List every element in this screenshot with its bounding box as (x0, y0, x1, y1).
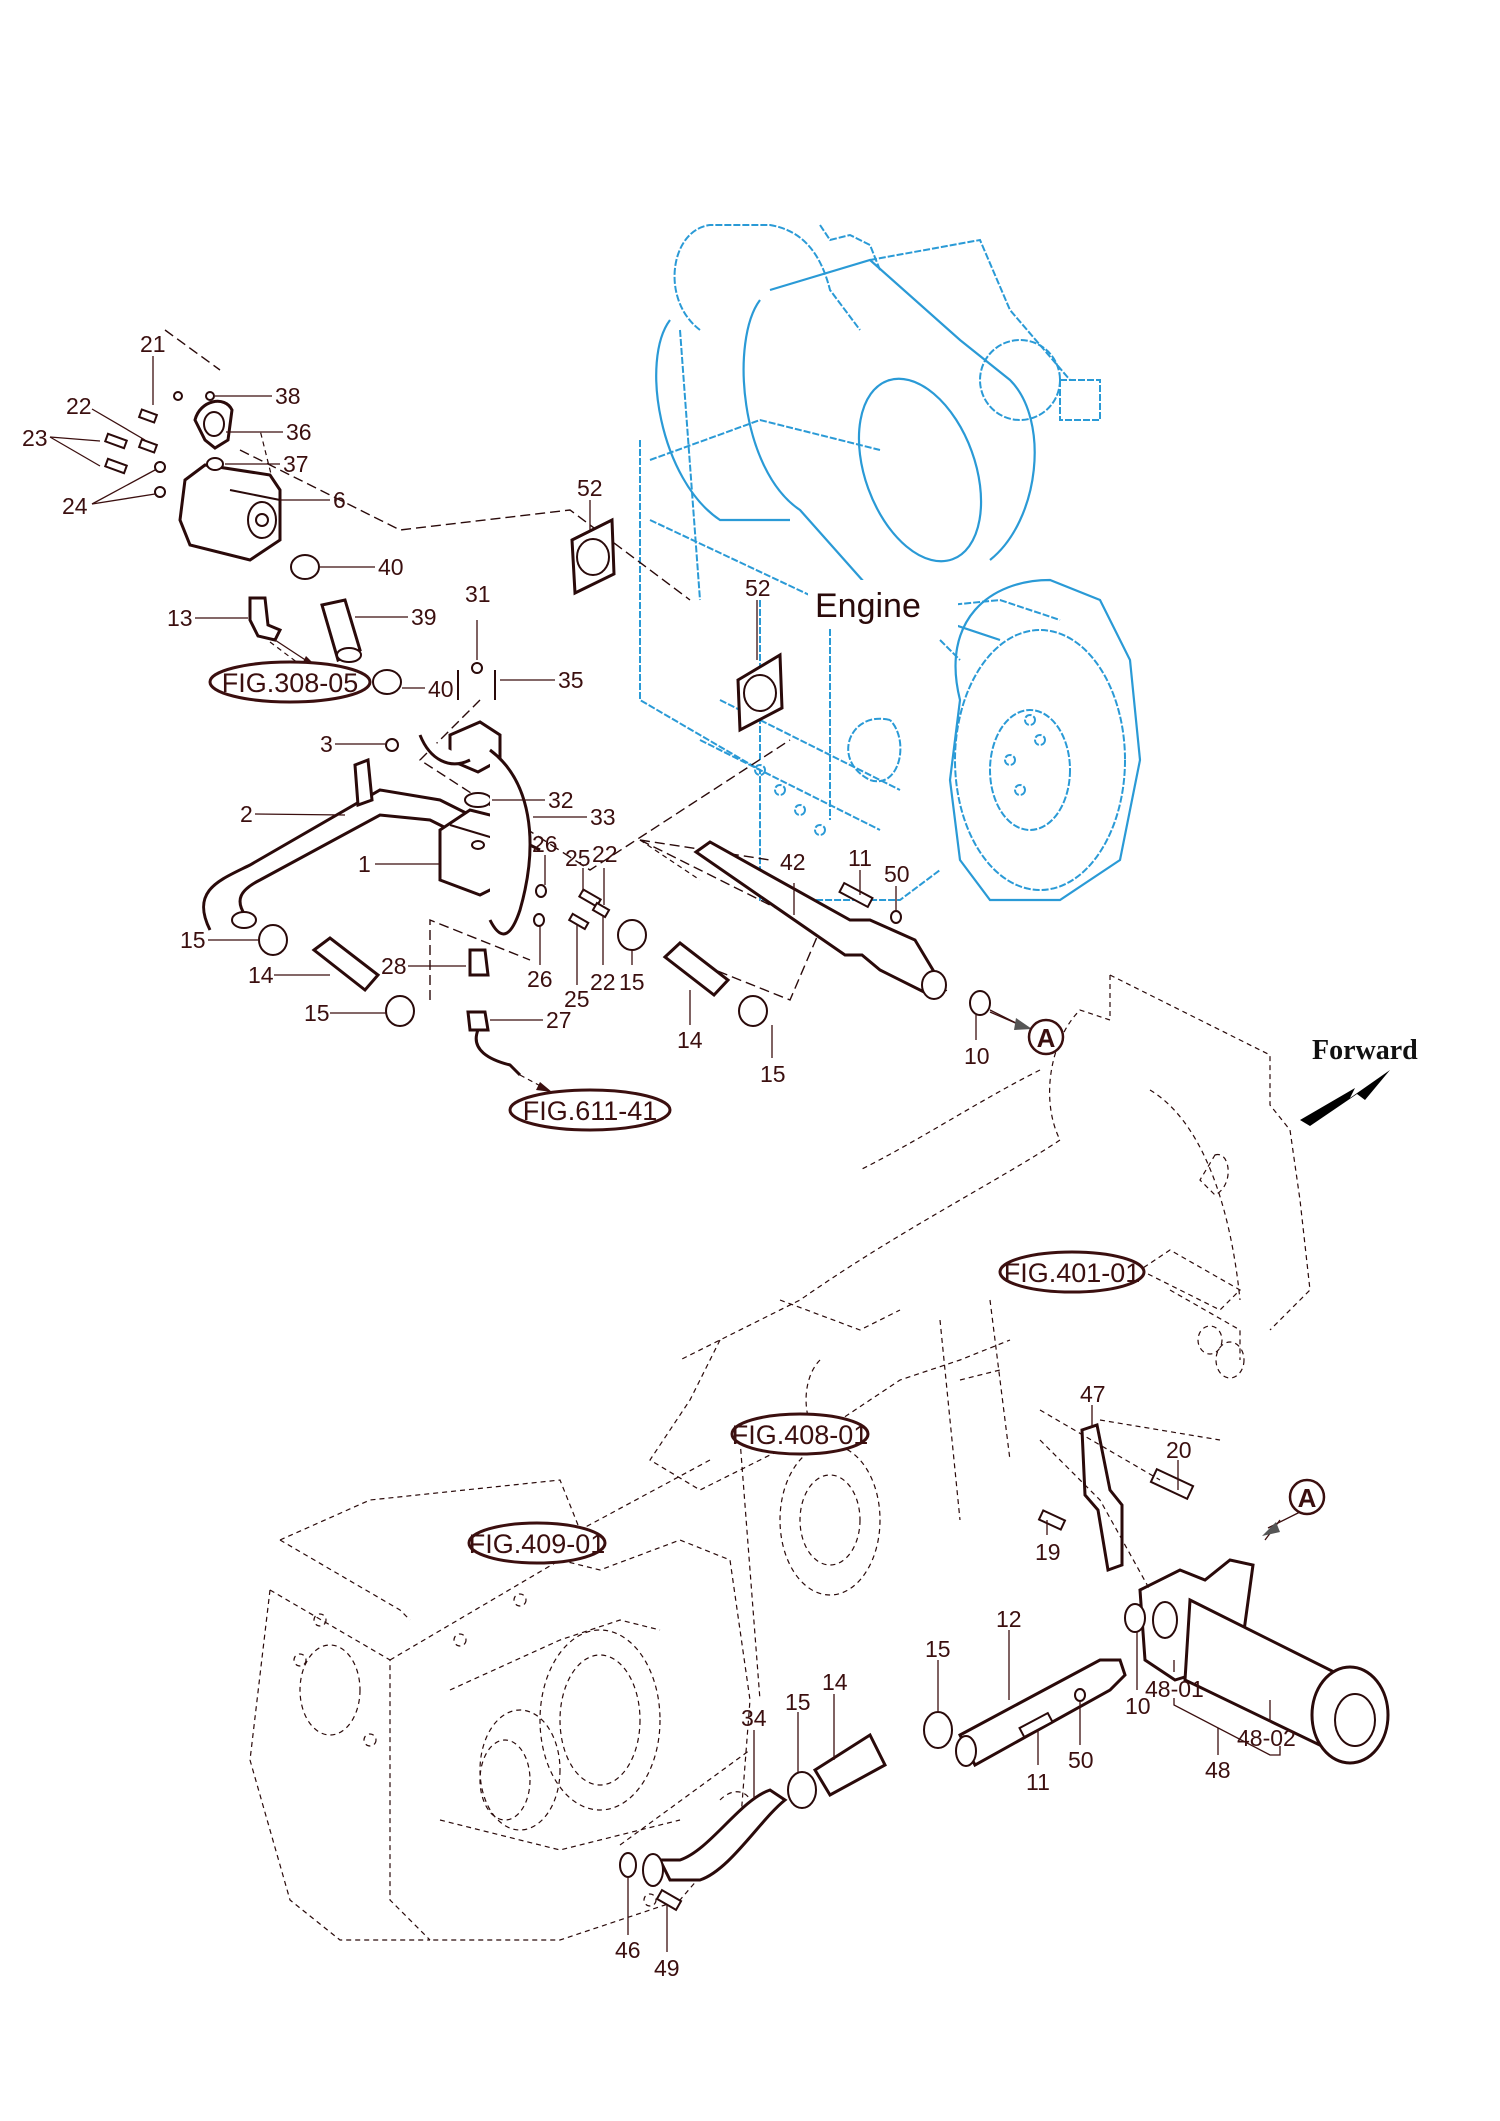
callout-42: 42 (780, 849, 806, 875)
callout-50-upper: 50 (884, 861, 910, 887)
callout-49: 49 (654, 1955, 680, 1981)
view-marker-a-text-lower: A (1298, 1483, 1317, 1513)
callout-48: 48 (1205, 1757, 1231, 1783)
callout-22-lower: 22 (590, 969, 616, 995)
callout-10-lower: 10 (1125, 1693, 1151, 1719)
valve-pipe-middle (202, 662, 1021, 1091)
callout-52-left: 52 (577, 475, 603, 501)
callout-15-e: 15 (925, 1636, 951, 1662)
callout-15-b: 15 (619, 969, 645, 995)
callout-48-02: 48-02 (1237, 1725, 1296, 1751)
callout-2: 2 (240, 801, 253, 827)
callout-22-upper: 22 (592, 841, 618, 867)
callout-25-upper: 25 (565, 845, 591, 871)
callout-13: 13 (167, 605, 193, 631)
callout-46: 46 (615, 1937, 641, 1963)
callout-6: 6 (333, 487, 346, 513)
callout-15-d: 15 (760, 1061, 786, 1087)
callout-32: 32 (548, 787, 574, 813)
callout-35: 35 (558, 667, 584, 693)
callout-47: 47 (1080, 1381, 1106, 1407)
callout-36: 36 (286, 419, 312, 445)
callout-26-lower: 26 (527, 966, 553, 992)
figure-reference-fig-308-05[interactable]: FIG.308-05 (208, 639, 372, 704)
callout-14-a: 14 (248, 962, 274, 988)
callout-27: 27 (546, 1007, 572, 1033)
filter-lower (619, 1409, 1390, 1912)
callout-3: 3 (320, 731, 333, 757)
view-marker-a-lower: A (1262, 1478, 1326, 1536)
callout-21: 21 (140, 331, 166, 357)
view-marker-a-text-upper: A (1037, 1023, 1056, 1053)
hydraulic-pump-upper (103, 391, 784, 733)
fig-409-01-label: FIG.409-01 (469, 1529, 606, 1559)
callout-labels: 21 38 22 36 23 37 6 24 52 40 13 39 52 31… (22, 331, 1296, 1981)
forward-direction-indicator: Forward (1300, 1035, 1418, 1126)
callout-20: 20 (1166, 1437, 1192, 1463)
callout-37: 37 (283, 451, 309, 477)
view-marker-a-upper: A (989, 1009, 1065, 1056)
callout-40-lower: 40 (428, 676, 454, 702)
fig-611-41-label: FIG.611-41 (523, 1096, 658, 1126)
callout-24: 24 (62, 493, 88, 519)
fig-408-01-label: FIG.408-01 (732, 1420, 869, 1450)
callout-52-right: 52 (745, 575, 771, 601)
callout-15-f: 15 (785, 1689, 811, 1715)
callout-40-upper: 40 (378, 554, 404, 580)
callout-34: 34 (741, 1705, 767, 1731)
callout-50-lower: 50 (1068, 1747, 1094, 1773)
engine-label: Engine (815, 587, 921, 625)
callout-25-lower: 25 (564, 986, 590, 1012)
figure-reference-fig-409-01[interactable]: FIG.409-01 (467, 1521, 607, 1565)
forward-label: Forward (1312, 1035, 1418, 1066)
figure-reference-fig-401-01[interactable]: FIG.401-01 (998, 1250, 1146, 1294)
forward-arrow-icon (1300, 1070, 1390, 1126)
callout-10-upper: 10 (964, 1043, 990, 1069)
callout-28: 28 (381, 953, 407, 979)
callout-33: 33 (590, 804, 616, 830)
engine-illustration (639, 224, 1142, 902)
callout-11-upper: 11 (848, 845, 872, 871)
callout-38: 38 (275, 383, 301, 409)
callout-12: 12 (996, 1606, 1022, 1632)
callout-48-01: 48-01 (1145, 1676, 1204, 1702)
fig-308-05-label: FIG.308-05 (222, 668, 359, 698)
callout-15-a: 15 (180, 927, 206, 953)
callout-14-c: 14 (822, 1669, 848, 1695)
callout-1: 1 (358, 851, 371, 877)
callout-31: 31 (465, 581, 491, 607)
callout-11-lower: 11 (1026, 1769, 1050, 1795)
callout-19: 19 (1035, 1539, 1061, 1565)
fig-401-01-label: FIG.401-01 (1004, 1258, 1141, 1288)
callout-26-upper: 26 (532, 831, 558, 857)
callout-14-b: 14 (677, 1027, 703, 1053)
callout-22: 22 (66, 393, 92, 419)
engine-label-group: Engine (808, 580, 958, 628)
figure-reference-fig-408-01[interactable]: FIG.408-01 (730, 1412, 870, 1456)
callout-15-c: 15 (304, 1000, 330, 1026)
callout-23: 23 (22, 425, 48, 451)
figure-reference-fig-611-41[interactable]: FIG.611-41 (508, 1082, 672, 1132)
callout-39: 39 (411, 604, 437, 630)
